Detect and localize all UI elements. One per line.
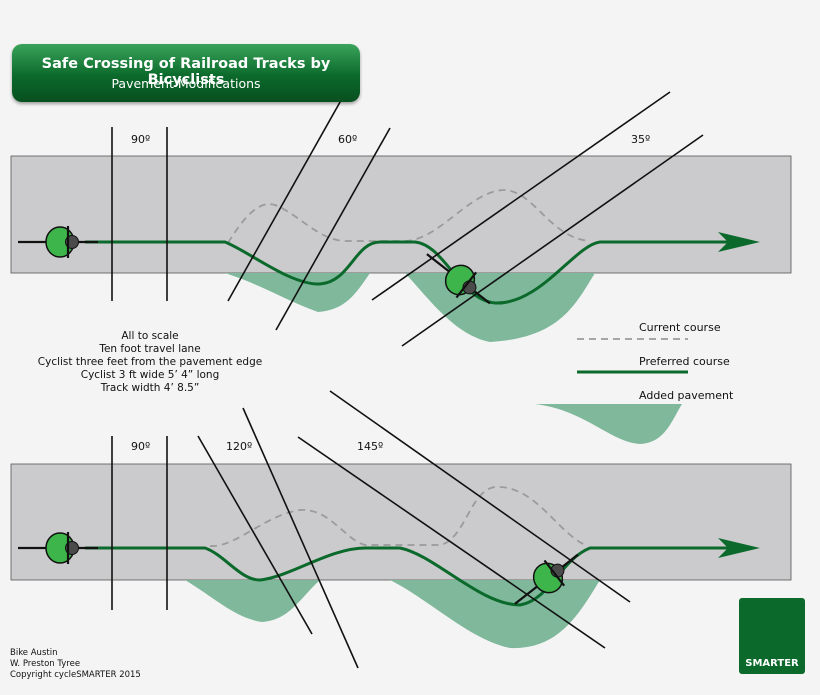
angle-label: 35º: [631, 133, 651, 146]
track-rail: [371, 91, 671, 301]
credit-line: Copyright cycleSMARTER 2015: [10, 670, 141, 680]
preferred-course-top: [85, 240, 738, 305]
credits: Bike Austin W. Preston Tyree Copyright c…: [10, 648, 141, 681]
travel-lane-bottom: [10, 463, 792, 581]
added-pavement-bottom-1: [185, 580, 320, 622]
credit-line: W. Preston Tyree: [10, 659, 81, 669]
page-title: Safe Crossing of Railroad Tracks by Bicy…: [41, 56, 331, 88]
added-pavement-top-2: [405, 273, 595, 342]
note-line: Track width 4’ 8.5”: [100, 382, 200, 394]
legend-added-label: Added pavement: [639, 389, 734, 402]
angle-label: 120º: [226, 440, 253, 453]
preferred-arrowhead-bottom: [718, 538, 760, 558]
track-rail: [401, 134, 704, 347]
legend-added-swatch: [535, 404, 682, 444]
track-rail: [227, 94, 345, 302]
added-pavement-bottom-2: [390, 580, 600, 649]
current-course-top: [227, 189, 591, 244]
legend-preferred-label: Preferred course: [639, 355, 730, 368]
cyclist-icon: [426, 253, 491, 305]
preferred-arrowhead-top: [718, 232, 760, 252]
tracks-bottom: [111, 390, 631, 669]
page-subtitle: Pavement Modifications: [111, 76, 261, 91]
cyclist-icon: [18, 532, 98, 564]
track-rail: [329, 390, 631, 603]
track-rail: [297, 436, 606, 649]
angle-label: 90º: [131, 133, 151, 146]
cyclist-icon: [514, 553, 579, 605]
angle-label: 90º: [131, 440, 151, 453]
title-banner: Safe Crossing of Railroad Tracks by Bicy…: [12, 44, 360, 102]
note-line: Ten foot travel lane: [99, 343, 201, 355]
angle-label: 145º: [357, 440, 384, 453]
track-rail: [275, 127, 391, 331]
note-line: Cyclist 3 ft wide 5’ 4” long: [80, 369, 220, 381]
cyclesmarter-logo: SMARTER: [739, 598, 805, 674]
track-rail: [242, 407, 359, 669]
note-line: All to scale: [121, 330, 179, 342]
scale-notes: All to scale Ten foot travel lane Cyclis…: [10, 330, 290, 395]
logo-text: SMARTER: [745, 658, 799, 669]
track-rail: [197, 435, 313, 635]
cyclist-icon: [18, 226, 98, 258]
tracks-top: [111, 91, 704, 347]
credit-line: Bike Austin: [10, 648, 58, 658]
legend-current-label: Current course: [639, 321, 721, 334]
angle-label: 60º: [338, 133, 358, 146]
note-line: Cyclist three feet from the pavement edg…: [37, 356, 263, 368]
travel-lane-top: [10, 155, 792, 274]
